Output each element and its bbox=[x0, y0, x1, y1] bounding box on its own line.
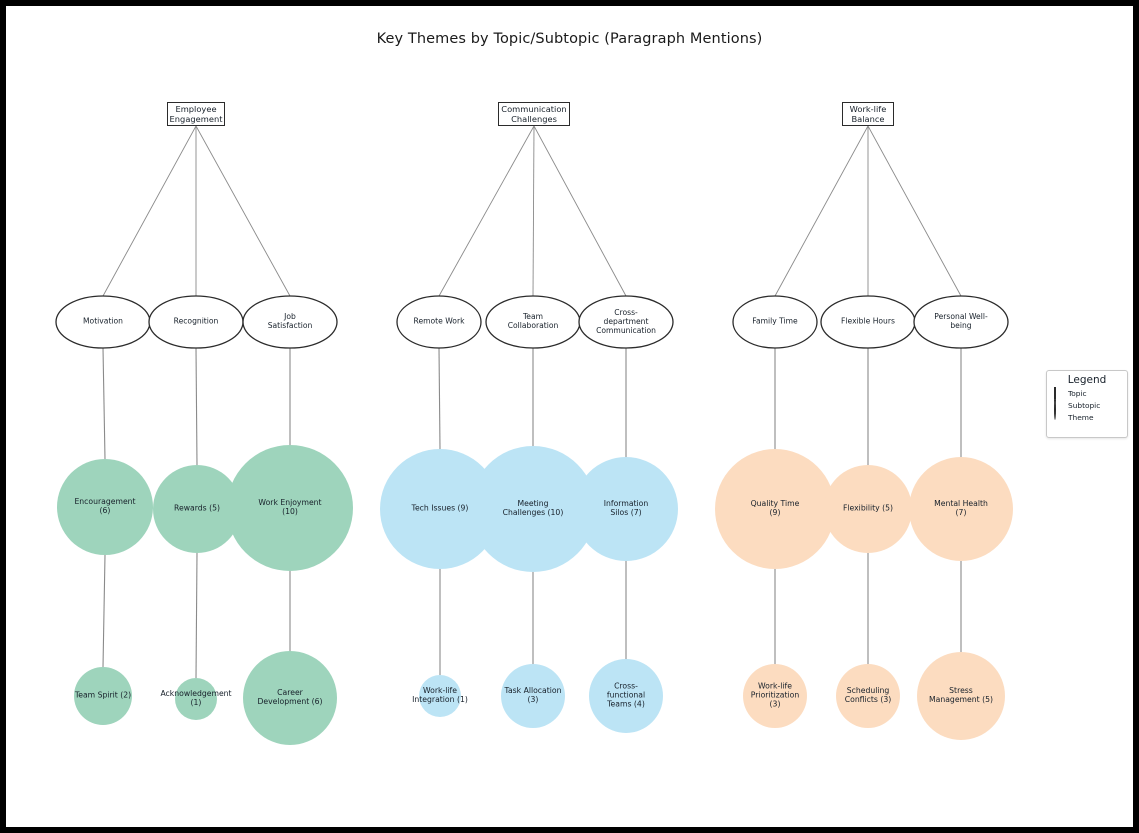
theme-circle-work-enjoyment[interactable] bbox=[227, 445, 353, 571]
edge-recognition-to-rewards bbox=[195, 347, 198, 466]
theme-circle-encouragement[interactable] bbox=[57, 459, 153, 555]
topic-box-work-life-balance[interactable]: Work-life Balance bbox=[842, 102, 894, 126]
subtopic-ellipse-team-collaboration[interactable] bbox=[485, 295, 581, 349]
legend-title: Legend bbox=[1067, 374, 1107, 386]
edge-topic-communication-challenges-to-team-collaboration bbox=[532, 125, 535, 297]
theme-circle-scheduling-conflicts[interactable] bbox=[836, 664, 900, 728]
edge-encouragement-to-team-spirit bbox=[102, 554, 106, 668]
edge-remote-work-to-tech-issues bbox=[438, 347, 441, 450]
theme-circle-meeting-challenges[interactable] bbox=[470, 446, 596, 572]
legend-label-topic: Topic bbox=[1068, 388, 1087, 398]
edge-topic-employee-engagement-to-motivation bbox=[102, 125, 197, 297]
subtopic-ellipse-flexible-hours[interactable] bbox=[820, 295, 916, 349]
edge-topic-employee-engagement-to-job-satisfaction bbox=[195, 125, 291, 297]
edge-topic-work-life-balance-to-personal-well-being bbox=[867, 125, 962, 297]
theme-circle-task-allocation[interactable] bbox=[501, 664, 565, 728]
theme-circle-work-life-integration[interactable] bbox=[419, 675, 461, 717]
subtopic-ellipse-recognition[interactable] bbox=[148, 295, 244, 349]
subtopic-ellipse-family-time[interactable] bbox=[732, 295, 818, 349]
theme-circle-cross-functional-teams[interactable] bbox=[589, 659, 663, 733]
theme-circle-mental-health[interactable] bbox=[909, 457, 1013, 561]
topic-box-communication-challenges[interactable]: Communication Challenges bbox=[498, 102, 570, 126]
circle-outline-icon bbox=[1053, 399, 1064, 421]
edge-motivation-to-encouragement bbox=[102, 347, 106, 460]
theme-circle-work-life-prioritization[interactable] bbox=[743, 664, 807, 728]
edge-rewards-to-acknowledgement bbox=[195, 552, 198, 679]
legend-label-theme: Theme bbox=[1068, 412, 1094, 422]
edge-topic-communication-challenges-to-cross-department-communication bbox=[533, 125, 627, 297]
edge-topic-communication-challenges-to-remote-work bbox=[438, 125, 535, 297]
legend-item-topic: Topic bbox=[1053, 387, 1121, 409]
subtopic-ellipse-personal-well-being[interactable] bbox=[913, 295, 1009, 349]
subtopic-ellipse-motivation[interactable] bbox=[55, 295, 151, 349]
legend-item-theme: Theme bbox=[1053, 412, 1121, 424]
legend: Legend Topic Subtopic Theme bbox=[1046, 370, 1128, 438]
theme-circle-information-silos[interactable] bbox=[574, 457, 678, 561]
subtopic-ellipse-job-satisfaction[interactable] bbox=[242, 295, 338, 349]
page-title: Key Themes by Topic/Subtopic (Paragraph … bbox=[376, 31, 763, 47]
diagram-svg-layer bbox=[55, 125, 1013, 745]
diagram-canvas: Key Themes by Topic/Subtopic (Paragraph … bbox=[6, 6, 1133, 827]
legend-label-subtopic: Subtopic bbox=[1068, 400, 1101, 410]
diagram-stage: Key Themes by Topic/Subtopic (Paragraph … bbox=[6, 6, 1133, 827]
theme-circle-rewards[interactable] bbox=[153, 465, 241, 553]
theme-circle-flexibility[interactable] bbox=[824, 465, 912, 553]
edge-topic-work-life-balance-to-family-time bbox=[774, 125, 869, 297]
theme-circle-acknowledgement[interactable] bbox=[175, 678, 217, 720]
subtopic-ellipse-cross-department-communication[interactable] bbox=[578, 295, 674, 349]
theme-circle-team-spirit[interactable] bbox=[74, 667, 132, 725]
topic-box-employee-engagement[interactable]: Employee Engagement bbox=[167, 102, 225, 126]
theme-circle-career-development[interactable] bbox=[243, 651, 337, 745]
square-outline-icon bbox=[1053, 387, 1064, 409]
legend-item-subtopic: Subtopic bbox=[1053, 399, 1121, 421]
subtopic-ellipse-remote-work[interactable] bbox=[396, 295, 482, 349]
circle-filled-icon bbox=[1053, 412, 1064, 423]
theme-circle-stress-management[interactable] bbox=[917, 652, 1005, 740]
theme-circle-quality-time[interactable] bbox=[715, 449, 835, 569]
theme-circle-tech-issues[interactable] bbox=[380, 449, 500, 569]
